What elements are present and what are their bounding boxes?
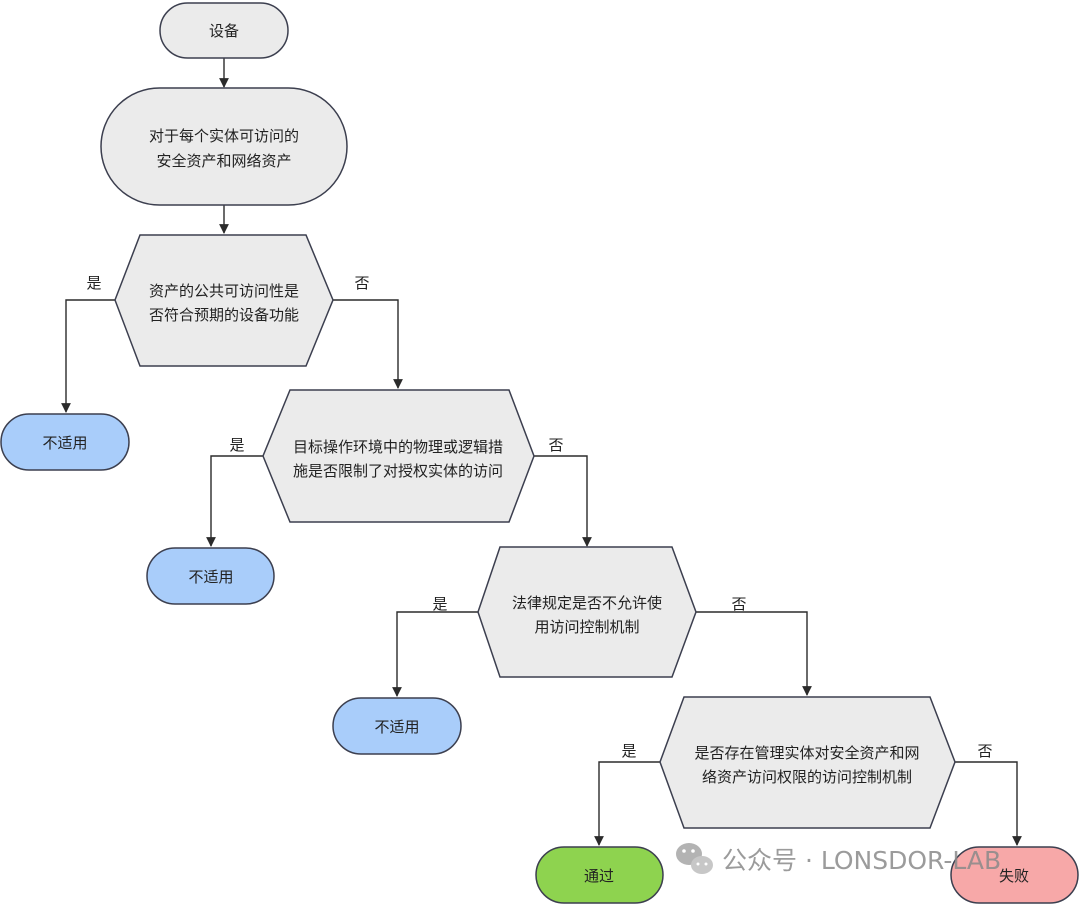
decision-legal-restriction-line-1: 法律规定是否不允许使: [512, 594, 662, 612]
not-applicable-node-1: 不适用: [0, 413, 130, 471]
label-q4-yes: 是: [621, 742, 636, 760]
label-q2-no: 否: [548, 436, 563, 454]
edge-q2-yes: [206, 455, 263, 547]
decision-legal-restriction: 法律规定是否不允许使 用访问控制机制: [477, 546, 697, 678]
decision-access-control: 是否存在管理实体对安全资产和网 络资产访问权限的访问控制机制: [659, 696, 956, 829]
decision-legal-restriction-line-2: 用访问控制机制: [534, 618, 639, 636]
edge-q1-no: [333, 299, 403, 389]
fail-label: 失败: [999, 867, 1029, 885]
decision-access-control-line-1: 是否存在管理实体对安全资产和网: [694, 744, 919, 762]
start-node-label: 设备: [209, 22, 239, 40]
not-applicable-node-3: 不适用: [332, 697, 462, 755]
edge-q1-yes: [61, 299, 115, 413]
not-applicable-label-1: 不适用: [42, 434, 87, 452]
pass-node: 通过: [535, 846, 664, 904]
decision-access-control-line-2: 络资产访问权限的访问控制机制: [702, 768, 912, 786]
wechat-icon: [676, 843, 713, 874]
decision-public-access-line-2: 否符合预期的设备功能: [149, 306, 299, 324]
edge-q3-no: [696, 611, 812, 696]
not-applicable-node-2: 不适用: [146, 547, 275, 605]
edge-q4-yes: [594, 761, 660, 846]
label-q3-no: 否: [731, 595, 746, 613]
loop-node-line-2: 安全资产和网络资产: [156, 152, 291, 170]
decision-public-access-line-1: 资产的公共可访问性是: [149, 282, 299, 300]
loop-node-line-1: 对于每个实体可访问的: [149, 127, 299, 145]
label-q4-no: 否: [977, 742, 992, 760]
not-applicable-label-2: 不适用: [188, 568, 233, 586]
edge-q2-no: [534, 455, 592, 547]
label-q3-yes: 是: [432, 595, 447, 613]
pass-label: 通过: [584, 867, 614, 885]
start-node: 设备: [159, 2, 289, 59]
fail-node: 失败: [950, 846, 1079, 904]
label-q1-no: 否: [354, 274, 369, 292]
edge-q4-no: [955, 761, 1022, 846]
decision-environment-measures: 目标操作环境中的物理或逻辑措 施是否限制了对授权实体的访问: [262, 389, 535, 523]
loop-node: 对于每个实体可访问的 安全资产和网络资产: [100, 87, 348, 206]
decision-public-access: 资产的公共可访问性是 否符合预期的设备功能: [114, 234, 334, 367]
watermark-text: 公众号 · LONSDOR-LAB: [722, 846, 1001, 875]
label-q2-yes: 是: [229, 436, 244, 454]
connectors: [61, 58, 1022, 846]
watermark: 公众号 · LONSDOR-LAB: [676, 843, 1001, 875]
decision-environment-measures-line-2: 施是否限制了对授权实体的访问: [293, 462, 503, 480]
label-q1-yes: 是: [86, 274, 101, 292]
not-applicable-label-3: 不适用: [374, 718, 419, 736]
edge-q3-yes: [392, 611, 478, 697]
decision-environment-measures-line-1: 目标操作环境中的物理或逻辑措: [293, 438, 503, 456]
